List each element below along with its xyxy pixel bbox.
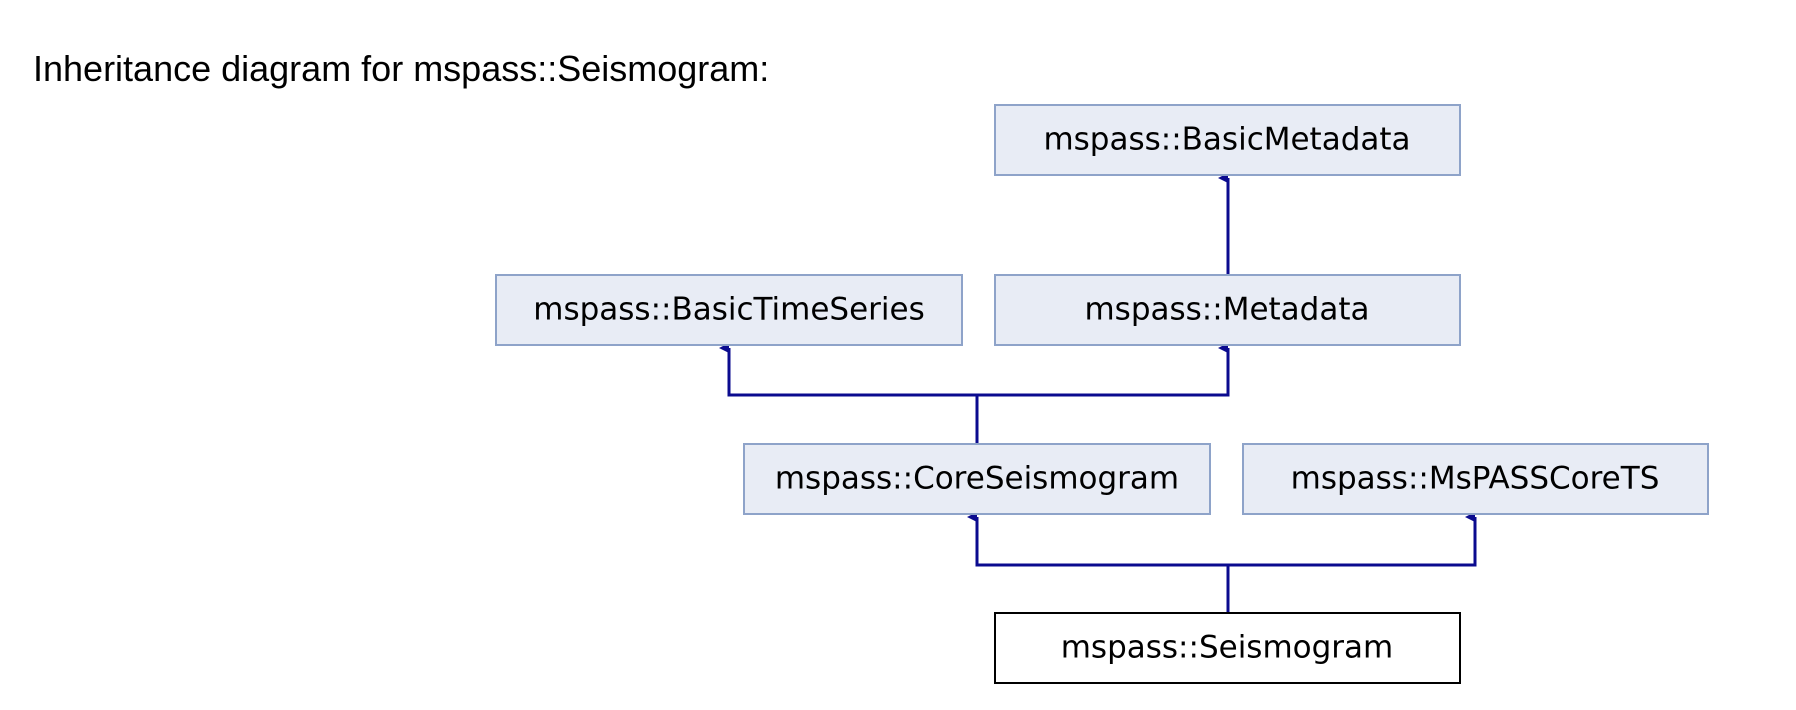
node-basic-time-series[interactable]: mspass::BasicTimeSeries <box>495 274 963 346</box>
node-metadata[interactable]: mspass::Metadata <box>994 274 1461 346</box>
node-label: mspass::BasicMetadata <box>1043 122 1410 158</box>
node-label: mspass::CoreSeismogram <box>775 461 1179 497</box>
node-seismogram: mspass::Seismogram <box>994 612 1461 684</box>
node-label: mspass::MsPASSCoreTS <box>1291 461 1660 497</box>
node-label: mspass::Metadata <box>1084 292 1369 328</box>
edge-core-seismogram-to-metadata <box>977 343 1230 397</box>
edge-core-seismogram-to-basic-time-series <box>719 343 979 444</box>
node-core-seismogram[interactable]: mspass::CoreSeismogram <box>743 443 1211 515</box>
node-label: mspass::Seismogram <box>1061 630 1394 666</box>
diagram-heading: Inheritance diagram for mspass::Seismogr… <box>33 48 770 89</box>
node-basic-metadata[interactable]: mspass::BasicMetadata <box>994 104 1461 176</box>
node-mspass-core-ts[interactable]: mspass::MsPASSCoreTS <box>1242 443 1709 515</box>
edge-seismogram-to-mspass-core-ts <box>1228 512 1477 567</box>
edge-seismogram-to-core-seismogram <box>967 512 1230 613</box>
node-label: mspass::BasicTimeSeries <box>533 292 924 328</box>
